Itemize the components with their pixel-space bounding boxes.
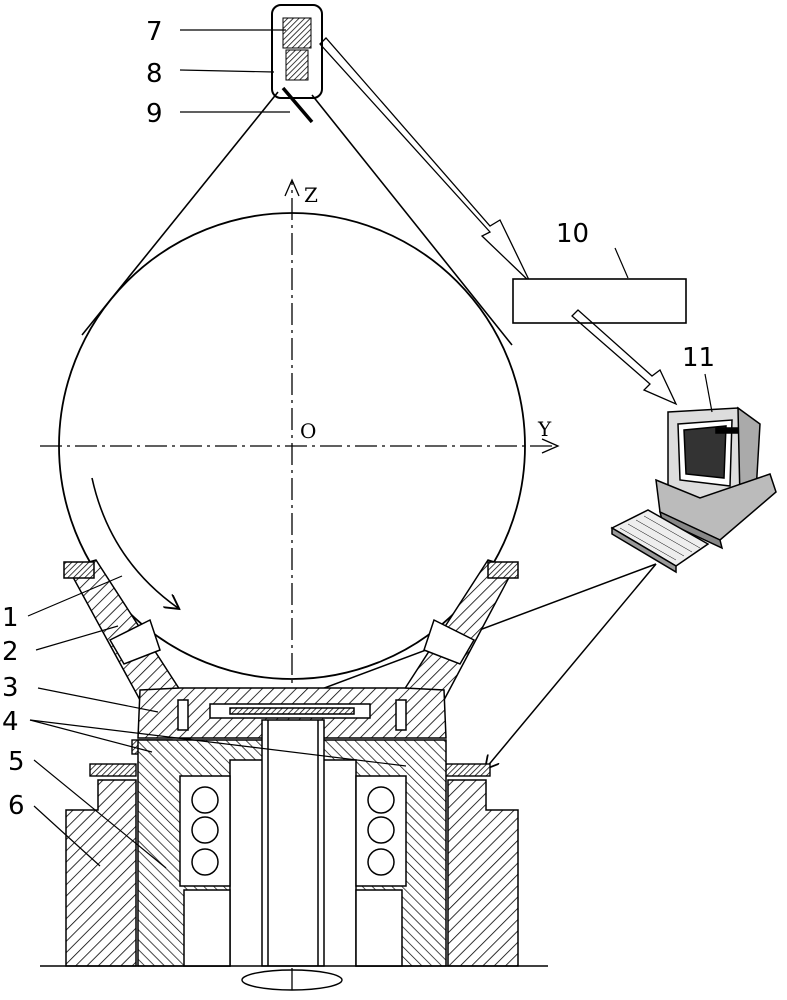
origin-label: O bbox=[300, 419, 316, 443]
spindle-housing bbox=[137, 719, 447, 967]
camera-unit bbox=[271, 4, 323, 124]
label-1: 1 bbox=[2, 603, 19, 633]
axis-z-label: Z bbox=[304, 183, 318, 207]
axis-y-label: Y bbox=[537, 417, 552, 441]
view-lines bbox=[81, 91, 513, 346]
label-3: 3 bbox=[2, 673, 19, 703]
label-5: 5 bbox=[8, 747, 25, 777]
label-4: 4 bbox=[2, 707, 19, 737]
spindle-rotation-symbol bbox=[241, 969, 343, 991]
signal-arrow-computer bbox=[571, 309, 678, 406]
label-7: 7 bbox=[146, 17, 163, 47]
label-6: 6 bbox=[8, 791, 25, 821]
computer-icon bbox=[610, 373, 777, 574]
table-plate bbox=[137, 687, 447, 739]
leader-lines bbox=[27, 29, 407, 869]
label-8: 8 bbox=[146, 59, 163, 89]
label-11: 11 bbox=[682, 343, 715, 373]
processor-box bbox=[512, 278, 687, 324]
base bbox=[65, 779, 519, 967]
v-block-right bbox=[402, 559, 519, 701]
signal-arrow-camera bbox=[319, 37, 531, 283]
label-9: 9 bbox=[146, 99, 163, 129]
v-block-left bbox=[63, 559, 182, 701]
rotation-arrow bbox=[91, 477, 178, 608]
label-2: 2 bbox=[2, 637, 19, 667]
mirror-9 bbox=[281, 86, 314, 124]
label-10: 10 bbox=[556, 219, 589, 249]
